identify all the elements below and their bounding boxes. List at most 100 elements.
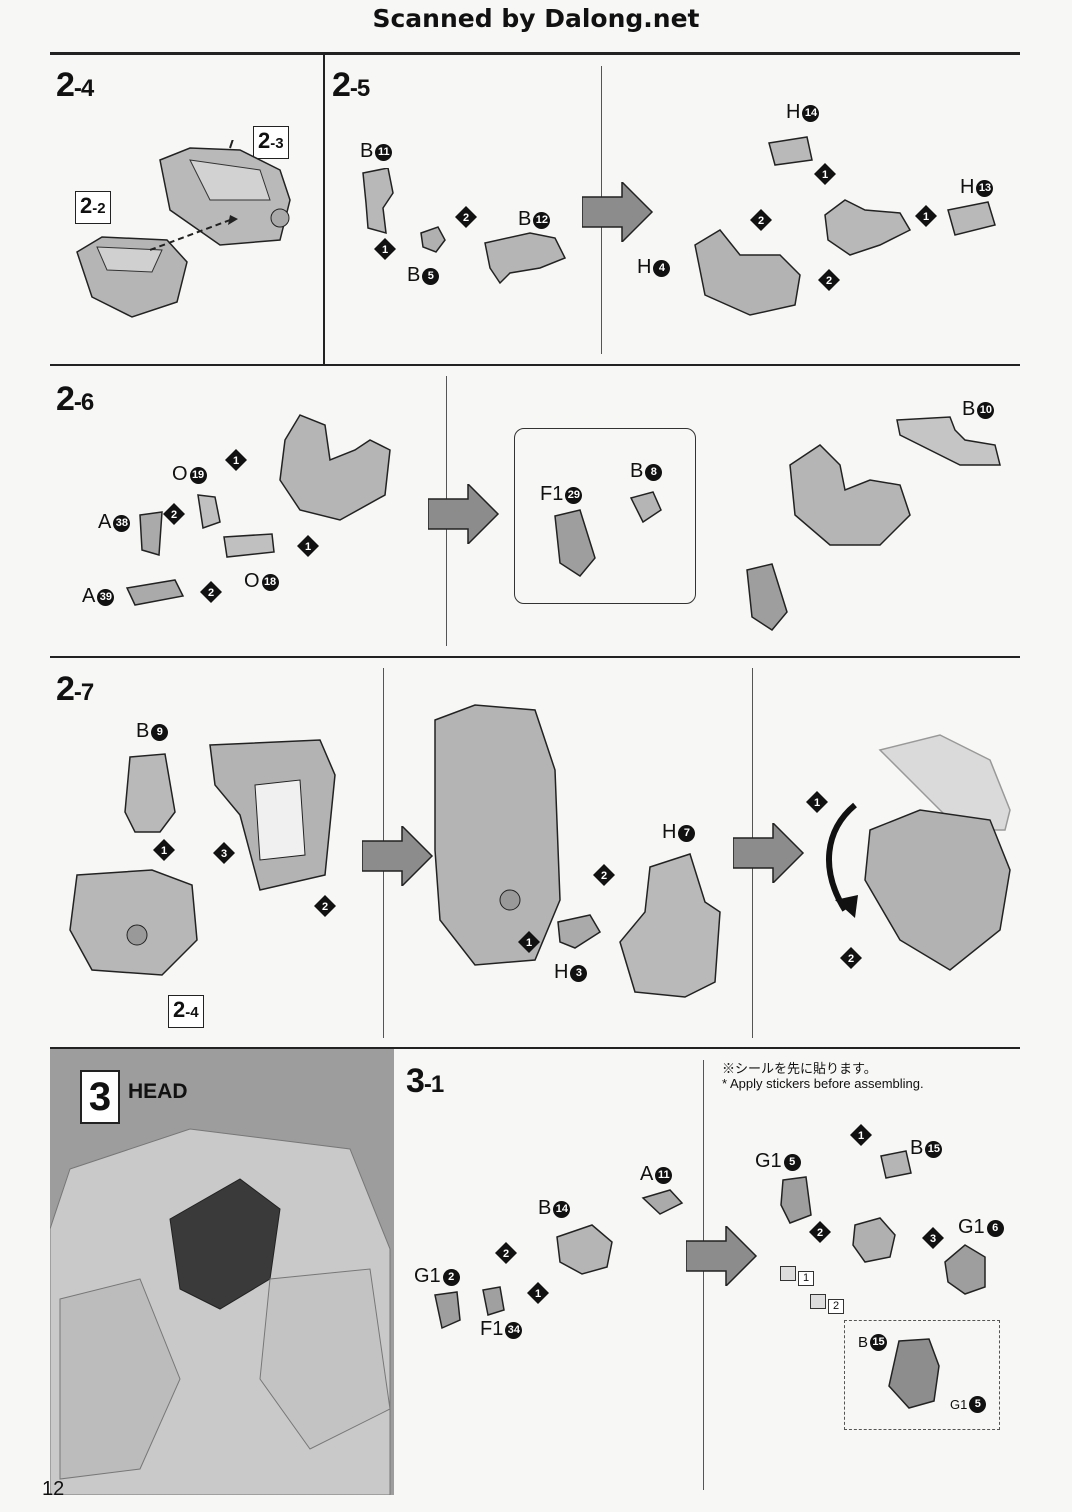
sticker-note: ※シールを先に貼ります。 * Apply stickers before ass… [722,1061,924,1091]
part-F1-29-placed [746,563,788,631]
step-order-marker: 1 [225,449,247,471]
svg-text:1: 1 [526,937,532,949]
next-step-arrow [362,826,434,886]
arm-assembly-part [824,199,912,256]
part-O19 [197,494,221,530]
next-step-arrow [733,823,805,883]
part-A38 [139,511,163,556]
ref-2-2: 2-2 [75,191,111,224]
joint-part-B5 [420,226,446,253]
step-order-marker: 1 [374,238,396,260]
step-order-marker: 2 [840,947,862,969]
svg-text:1: 1 [814,797,820,809]
rule-row1 [50,364,1020,366]
step-order-marker: 3 [922,1227,944,1249]
svg-text:2: 2 [171,509,177,521]
part-B8 [629,491,662,524]
step-title-2-4: 2-4 [56,66,94,104]
vrule-3-1 [703,1060,704,1490]
sticker-1-number: 1 [798,1271,814,1286]
svg-text:1: 1 [535,1288,541,1300]
step-order-marker: 3 [213,842,235,864]
backpack-assembly-2-6b [789,444,911,546]
svg-text:1: 1 [161,845,167,857]
head-part-B14 [556,1224,613,1275]
next-step-arrow [686,1226,758,1286]
svg-text:2: 2 [601,870,607,882]
section-title: HEAD [128,1080,188,1103]
sticker-detail-box [844,1320,1000,1430]
part-H13 [947,201,996,236]
step-order-marker: 1 [806,791,828,813]
part-G1-2 [434,1291,461,1330]
rule-row2 [50,656,1020,658]
section-number: 3 [80,1070,120,1124]
step-order-marker: 1 [518,931,540,953]
step-title-2-6: 2-6 [56,380,94,418]
svg-text:2: 2 [758,215,764,227]
next-step-arrow [582,182,654,242]
rule-top [50,52,1020,55]
sticker-1-marker: 1 [778,1266,814,1286]
part-H14 [768,136,813,166]
ref-2-3: 2-3 [253,126,289,159]
torso-part-2-7 [69,869,198,976]
step-order-marker: 1 [153,839,175,861]
step-order-marker: 2 [495,1242,517,1264]
sticker-2-icon [810,1294,826,1309]
head-inner-part [852,1217,896,1263]
backpack-frame-part [209,739,336,891]
part-B9 [124,753,176,833]
svg-text:2: 2 [826,275,832,287]
scan-header: Scanned by Dalong.net [372,4,700,33]
step-order-marker: 1 [915,205,937,227]
note-en: * Apply stickers before assembling. [722,1076,924,1091]
vrule-2-4 [323,55,325,364]
step-order-marker: 2 [314,895,336,917]
arm-joint-part-B11 [362,168,394,235]
svg-text:2: 2 [208,587,214,599]
svg-text:2: 2 [322,901,328,913]
part-B10 [896,416,1001,466]
sticker-1-icon [780,1266,796,1281]
backpack-part-H4 [694,229,801,316]
svg-text:1: 1 [382,244,388,256]
svg-text:1: 1 [233,455,239,467]
step-title-2-5: 2-5 [332,66,370,104]
step-title-3-1: 3-1 [406,1062,444,1100]
part-H3 [557,914,602,949]
step-order-marker: 2 [200,581,222,603]
assembly-dash-line [150,215,238,251]
step-order-marker: 2 [593,864,615,886]
detail-callout [514,428,696,604]
sticker-detail-part [888,1338,940,1409]
svg-text:2: 2 [817,1227,823,1239]
joint-part-B12 [484,232,567,285]
ref-2-4: 2-4 [168,995,204,1028]
rule-row3 [50,1047,1020,1049]
next-step-arrow [428,484,500,544]
svg-text:3: 3 [221,848,227,860]
backpack-assembly-2-6 [279,414,391,521]
step-order-marker: 1 [814,163,836,185]
note-jp: ※シールを先に貼ります。 [722,1061,877,1076]
step-order-marker: 1 [527,1282,549,1304]
step-order-marker: 2 [163,503,185,525]
